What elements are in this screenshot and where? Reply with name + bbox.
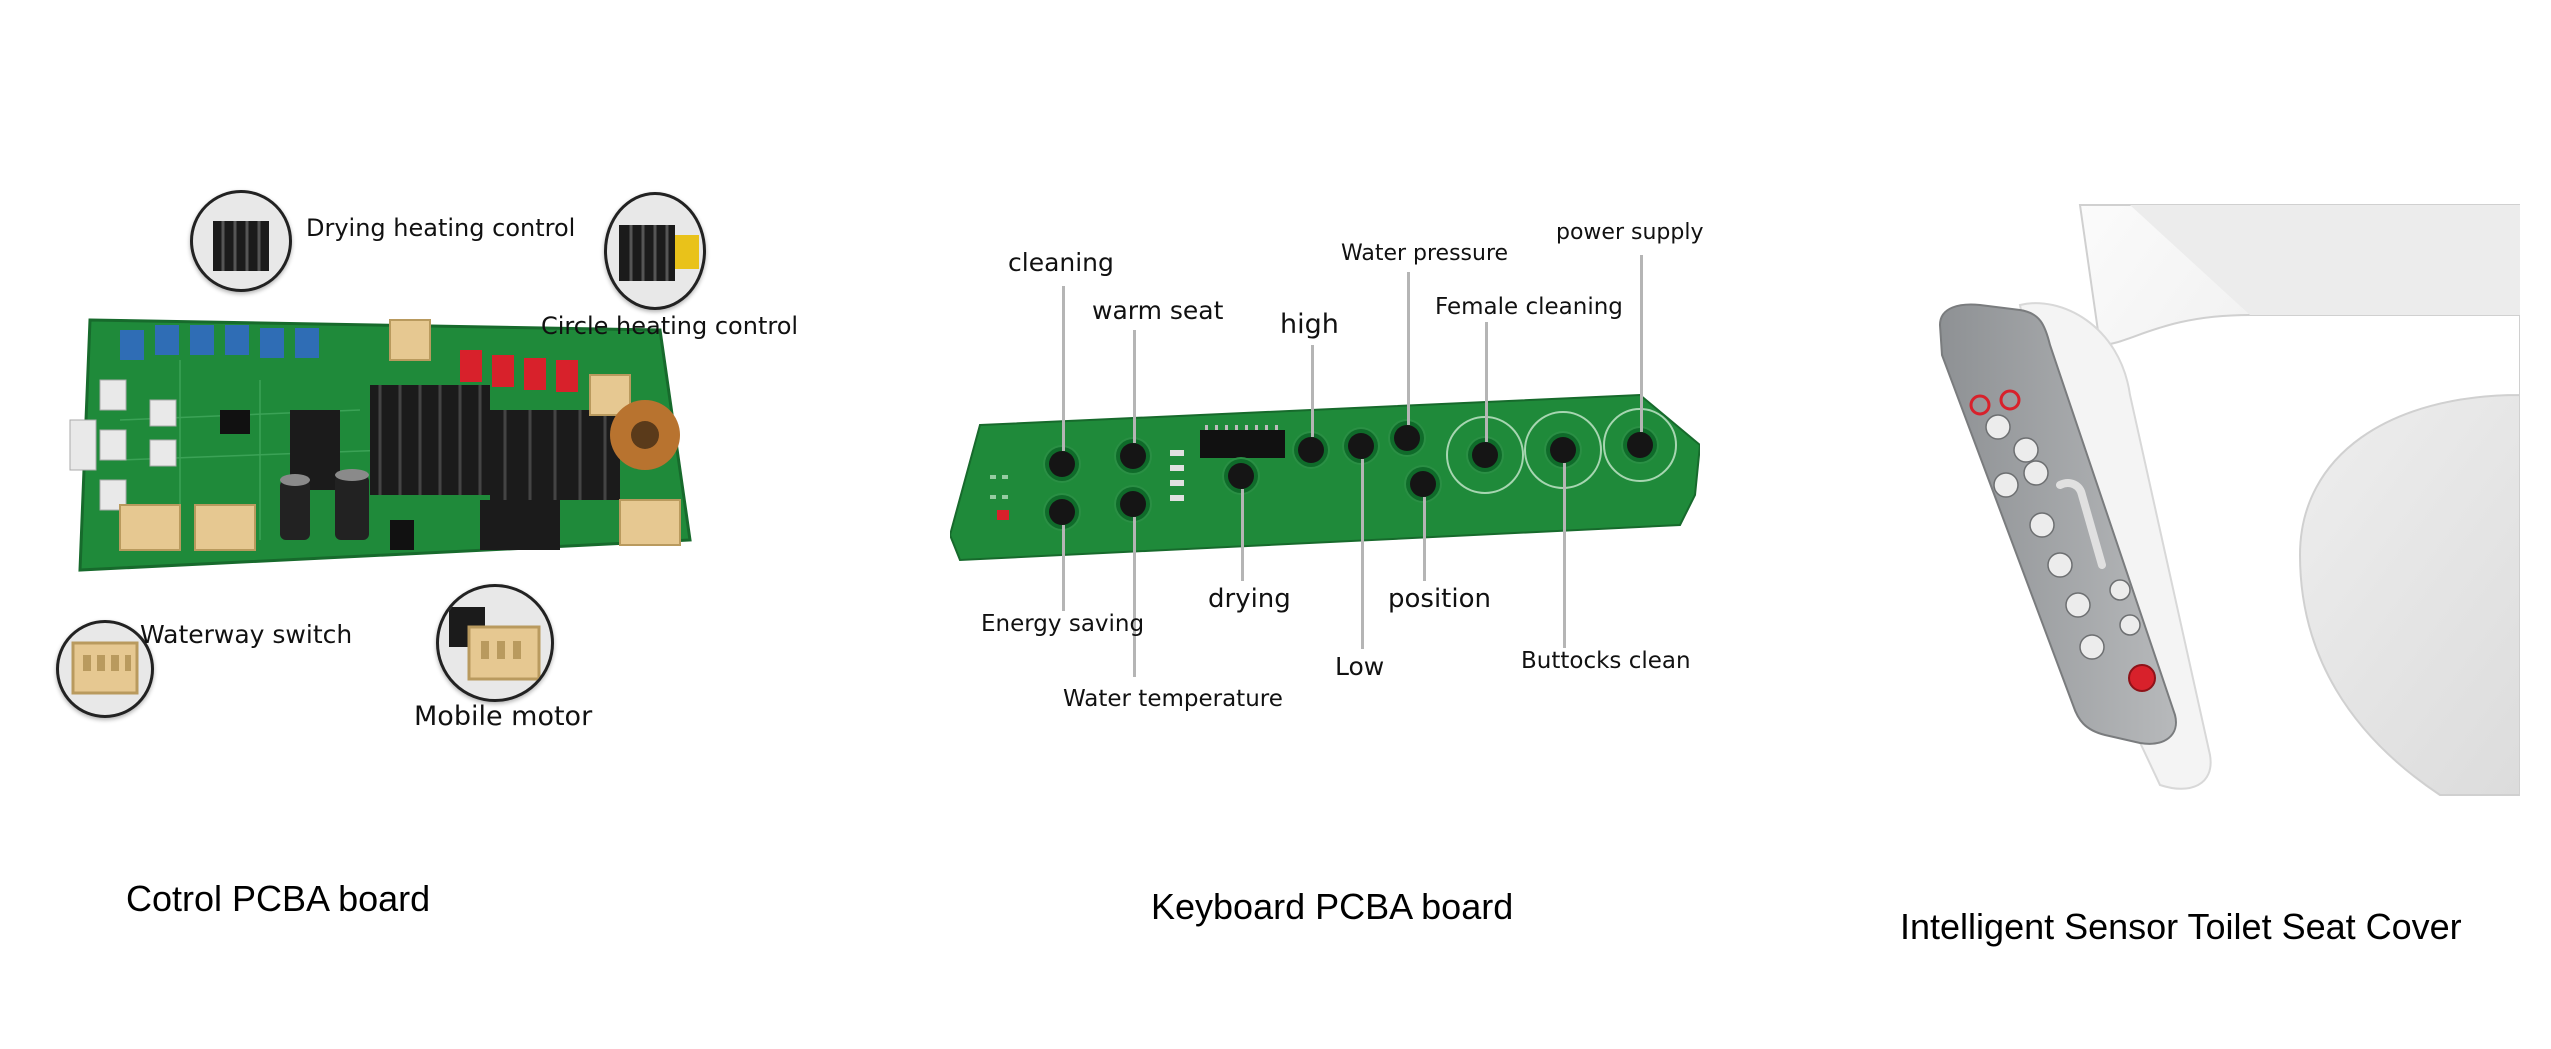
keyboard-pcba-caption: Keyboard PCBA board bbox=[1151, 886, 1514, 927]
circle-heating-thumbnail bbox=[604, 192, 706, 310]
heatsink-icon bbox=[213, 221, 269, 271]
water-pressure-leader bbox=[1407, 272, 1410, 425]
position-label: position bbox=[1388, 584, 1491, 614]
low-leader bbox=[1361, 459, 1364, 649]
water-pressure-button[interactable] bbox=[1394, 425, 1420, 451]
energy-saving-button[interactable] bbox=[1049, 499, 1075, 525]
warm-seat-button[interactable] bbox=[1120, 443, 1146, 469]
water-temperature-leader bbox=[1133, 517, 1136, 677]
high-button[interactable] bbox=[1298, 437, 1324, 463]
power-supply-leader bbox=[1640, 255, 1643, 432]
female-cleaning-button[interactable] bbox=[1472, 442, 1498, 468]
energy-saving-leader bbox=[1062, 525, 1065, 611]
cleaning-label: cleaning bbox=[1008, 248, 1114, 277]
drying-heating-control-label: Drying heating control bbox=[306, 214, 576, 242]
drying-leader bbox=[1241, 489, 1244, 581]
toilet-seat-caption: Intelligent Sensor Toilet Seat Cover bbox=[1900, 906, 2462, 947]
power-supply-label: power supply bbox=[1556, 220, 1704, 245]
buttocks-clean-leader bbox=[1563, 463, 1566, 648]
power-supply-button[interactable] bbox=[1627, 432, 1653, 458]
keyboard-pcba-board-image bbox=[950, 393, 1700, 562]
female-cleaning-leader bbox=[1485, 322, 1488, 442]
toilet-seat-image bbox=[1938, 204, 2520, 796]
waterway-switch-label: Waterway switch bbox=[140, 620, 353, 649]
circle-heating-control-label: Circle heating control bbox=[541, 312, 799, 340]
cleaning-button[interactable] bbox=[1049, 451, 1075, 477]
mobile-motor-label: Mobile motor bbox=[414, 701, 593, 732]
energy-saving-label: Energy saving bbox=[981, 611, 1145, 637]
female-cleaning-label: Female cleaning bbox=[1435, 294, 1623, 320]
connector-icon bbox=[449, 607, 541, 681]
low-button[interactable] bbox=[1348, 433, 1374, 459]
water-temperature-label: Water temperature bbox=[1063, 686, 1283, 712]
low-label: Low bbox=[1335, 652, 1385, 681]
waterway-switch-thumbnail bbox=[56, 620, 154, 718]
mobile-motor-thumbnail bbox=[436, 584, 554, 702]
cleaning-leader bbox=[1062, 286, 1065, 451]
position-leader bbox=[1423, 497, 1426, 581]
heatsink-icon bbox=[619, 225, 699, 281]
connector-icon bbox=[71, 641, 139, 695]
drying-label: drying bbox=[1208, 584, 1291, 614]
position-button[interactable] bbox=[1410, 471, 1436, 497]
warm-seat-label: warm seat bbox=[1092, 296, 1224, 325]
warm-seat-leader bbox=[1133, 330, 1136, 443]
water-temperature-button[interactable] bbox=[1120, 491, 1146, 517]
control-pcba-caption: Cotrol PCBA board bbox=[126, 878, 431, 919]
drying-heating-thumbnail bbox=[190, 190, 292, 292]
control-pcba-board-image bbox=[69, 318, 692, 572]
drying-button[interactable] bbox=[1228, 463, 1254, 489]
water-pressure-label: Water pressure bbox=[1341, 241, 1509, 266]
buttocks-clean-button[interactable] bbox=[1550, 437, 1576, 463]
high-label: high bbox=[1280, 309, 1339, 340]
high-leader bbox=[1311, 345, 1314, 437]
buttocks-clean-label: Buttocks clean bbox=[1521, 648, 1691, 674]
